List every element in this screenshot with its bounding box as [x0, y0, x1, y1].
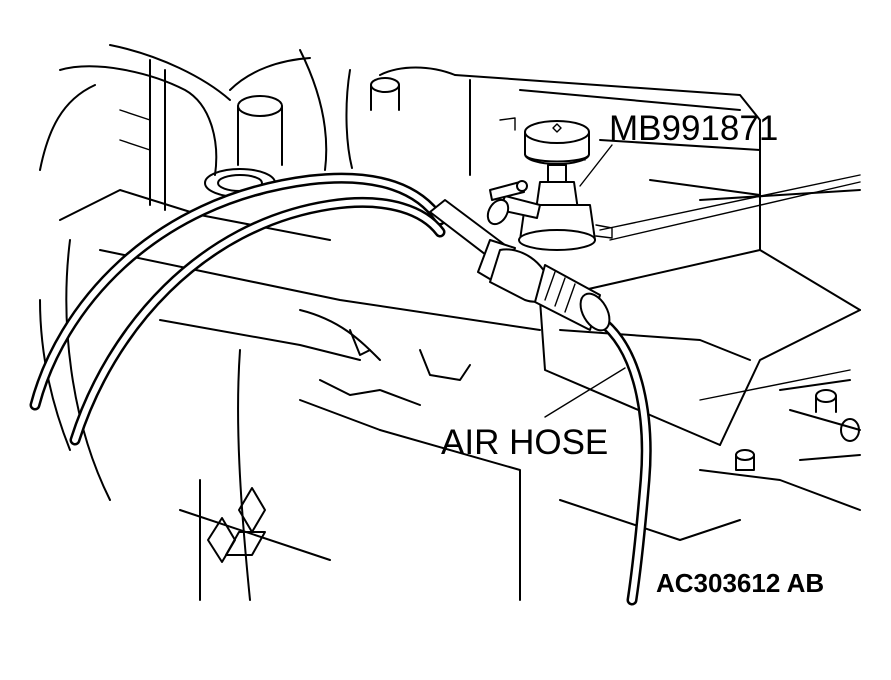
air-hose-label: AIR HOSE: [441, 423, 609, 462]
leader-lines: [544, 144, 626, 418]
three-diamond-emblem: [207, 487, 266, 563]
tool-part-number-label: MB991871: [609, 109, 779, 148]
figure-id-label: AC303612 AB: [656, 568, 825, 598]
hose-coupling: [429, 199, 611, 332]
mb991871-gauge-tool: [486, 120, 613, 251]
air-hose: [29, 172, 652, 606]
engine-bay-background: [39, 44, 861, 601]
